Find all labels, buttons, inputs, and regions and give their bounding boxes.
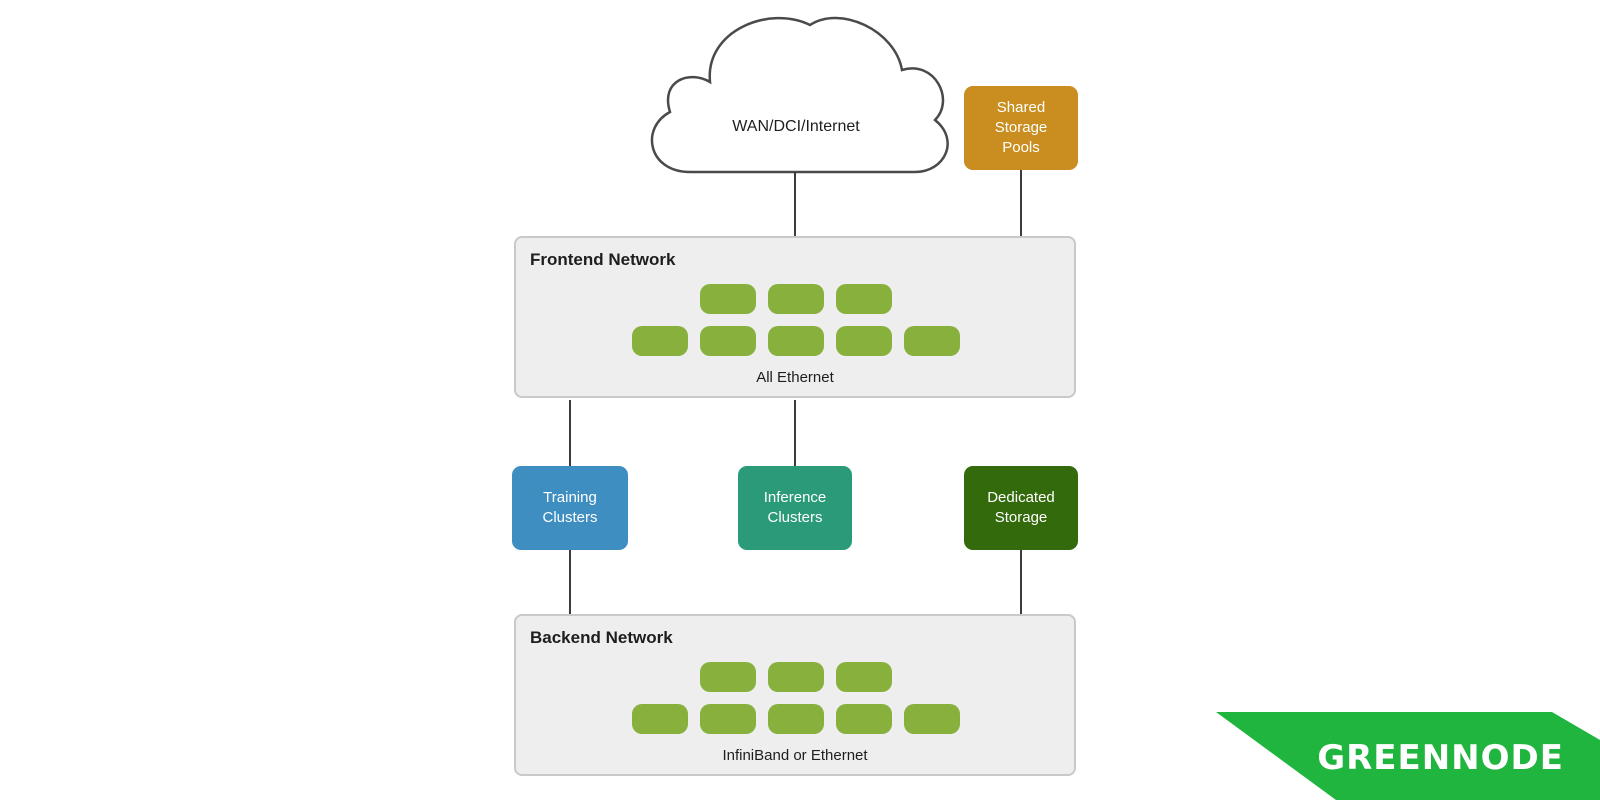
backend-network-subtitle: InfiniBand or Ethernet — [722, 747, 868, 764]
frontend-network-title: Frontend Network — [530, 250, 676, 269]
backend-switch — [836, 662, 892, 692]
frontend-switch — [836, 284, 892, 314]
cloud-shape — [650, 16, 949, 174]
frontend-network-subtitle: All Ethernet — [756, 369, 834, 386]
backend-switch — [700, 662, 756, 692]
backend-network-box: Backend Network InfiniBand or Ethernet — [514, 614, 1076, 776]
shared-storage-pools-box: Shared Storage Pools — [964, 86, 1078, 170]
training-clusters-box: Training Clusters — [512, 466, 628, 550]
dedicated-storage-box: Dedicated Storage — [964, 466, 1078, 550]
frontend-switch — [768, 284, 824, 314]
backend-switch — [768, 662, 824, 692]
greennode-logo-banner — [1216, 712, 1600, 800]
backend-switch — [632, 704, 688, 734]
frontend-switch — [904, 326, 960, 356]
frontend-network-box: Frontend Network All Ethernet — [514, 236, 1076, 398]
greennode-logo-text: GREENNODE — [1317, 738, 1564, 778]
backend-switch — [836, 704, 892, 734]
frontend-switch — [700, 284, 756, 314]
backend-switch — [904, 704, 960, 734]
frontend-switch — [632, 326, 688, 356]
frontend-switch — [836, 326, 892, 356]
backend-network-title: Backend Network — [530, 628, 673, 647]
cloud-label: WAN/DCI/Internet — [732, 118, 860, 135]
frontend-switch — [768, 326, 824, 356]
backend-switch — [768, 704, 824, 734]
backend-switch — [700, 704, 756, 734]
inference-clusters-box: Inference Clusters — [738, 466, 852, 550]
frontend-switch — [700, 326, 756, 356]
